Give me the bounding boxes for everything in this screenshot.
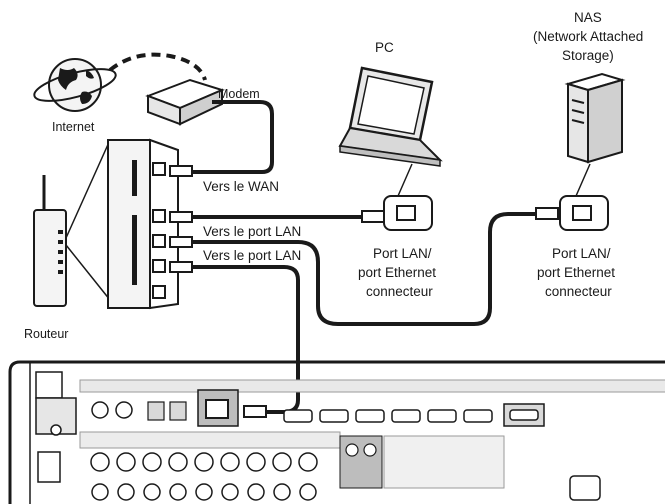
modem-label: Modem <box>218 87 260 101</box>
router-ports <box>152 162 166 299</box>
to-wan-label: Vers le WAN <box>203 179 279 194</box>
nas-label-line1: NAS <box>574 10 602 25</box>
nas-port-line2: port Ethernet <box>537 265 615 280</box>
router-plugs <box>169 165 193 273</box>
pc-callout-line <box>397 163 413 197</box>
router-label: Routeur <box>24 327 68 341</box>
modem-icon <box>145 78 225 126</box>
router-port-wan <box>152 162 166 176</box>
av-receiver-rear-panel <box>8 360 665 504</box>
laptop-icon <box>338 66 443 167</box>
receiver-hdmi-row <box>283 403 545 427</box>
internet-link-dashed <box>108 52 207 81</box>
to-lan-label-1: Vers le port LAN <box>203 224 301 239</box>
wan-cable <box>188 100 274 174</box>
zoom-line-bottom <box>65 244 111 301</box>
nas-cable <box>192 212 536 326</box>
receiver-plug <box>243 405 267 418</box>
globe-icon <box>33 58 117 112</box>
nas-callout-line <box>575 163 591 197</box>
to-lan-label-2: Vers le port LAN <box>203 248 301 263</box>
router-port-lan-2 <box>152 234 166 248</box>
pc-plug <box>361 210 385 223</box>
pc-label: PC <box>375 40 394 55</box>
receiver-lan-port-icon <box>205 399 229 419</box>
nas-label-line2: (Network Attached <box>533 29 643 44</box>
nas-port-line1: Port LAN/ <box>552 246 611 261</box>
router-back-panel <box>107 138 179 310</box>
nas-label-line3: Storage) <box>562 48 614 63</box>
internet-label: Internet <box>52 120 95 134</box>
pc-port-line3: connecteur <box>366 284 433 299</box>
pc-lan-port-icon <box>396 205 416 221</box>
router-port-lan-1 <box>152 209 166 223</box>
router-port-lan-4 <box>152 285 166 299</box>
zoom-line-top <box>65 139 111 239</box>
router-icon <box>33 175 67 307</box>
nas-port-line3: connecteur <box>545 284 612 299</box>
nas-lan-port-icon <box>572 205 592 221</box>
nas-tower-icon <box>564 72 626 164</box>
receiver-rca-rows <box>79 431 601 501</box>
nas-plug <box>535 207 559 220</box>
pc-port-line1: Port LAN/ <box>373 246 432 261</box>
router-port-lan-3 <box>152 259 166 273</box>
pc-port-line2: port Ethernet <box>358 265 436 280</box>
